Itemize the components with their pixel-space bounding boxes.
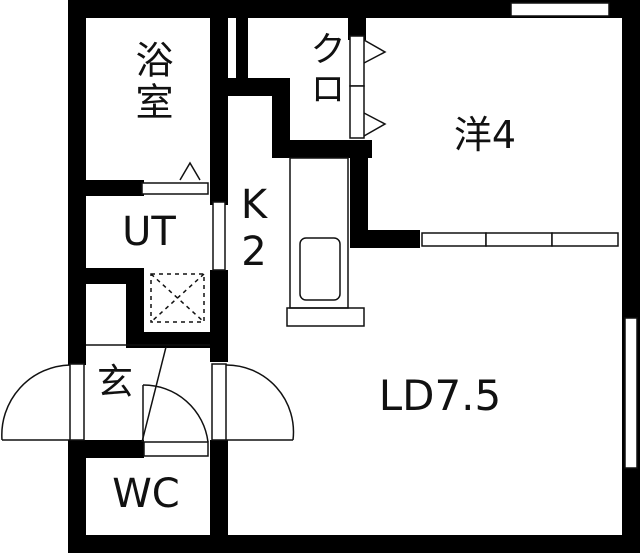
windows-and-openings [69, 2, 638, 469]
room-label-bath: 浴室 [129, 40, 173, 124]
room-label-living: LD7.5 [378, 371, 502, 420]
fixtures [1, 39, 387, 443]
room-label-entrance: 玄 [96, 362, 133, 403]
room-label-closet: クロ [304, 30, 345, 110]
room-label-western: 洋4 [453, 113, 517, 157]
room-label-kitchen-2: 2 [241, 229, 267, 275]
room-label-toilet: WC [112, 471, 180, 517]
room-label-kitchen-k: K [240, 182, 268, 228]
room-label-utility: UT [122, 209, 176, 255]
